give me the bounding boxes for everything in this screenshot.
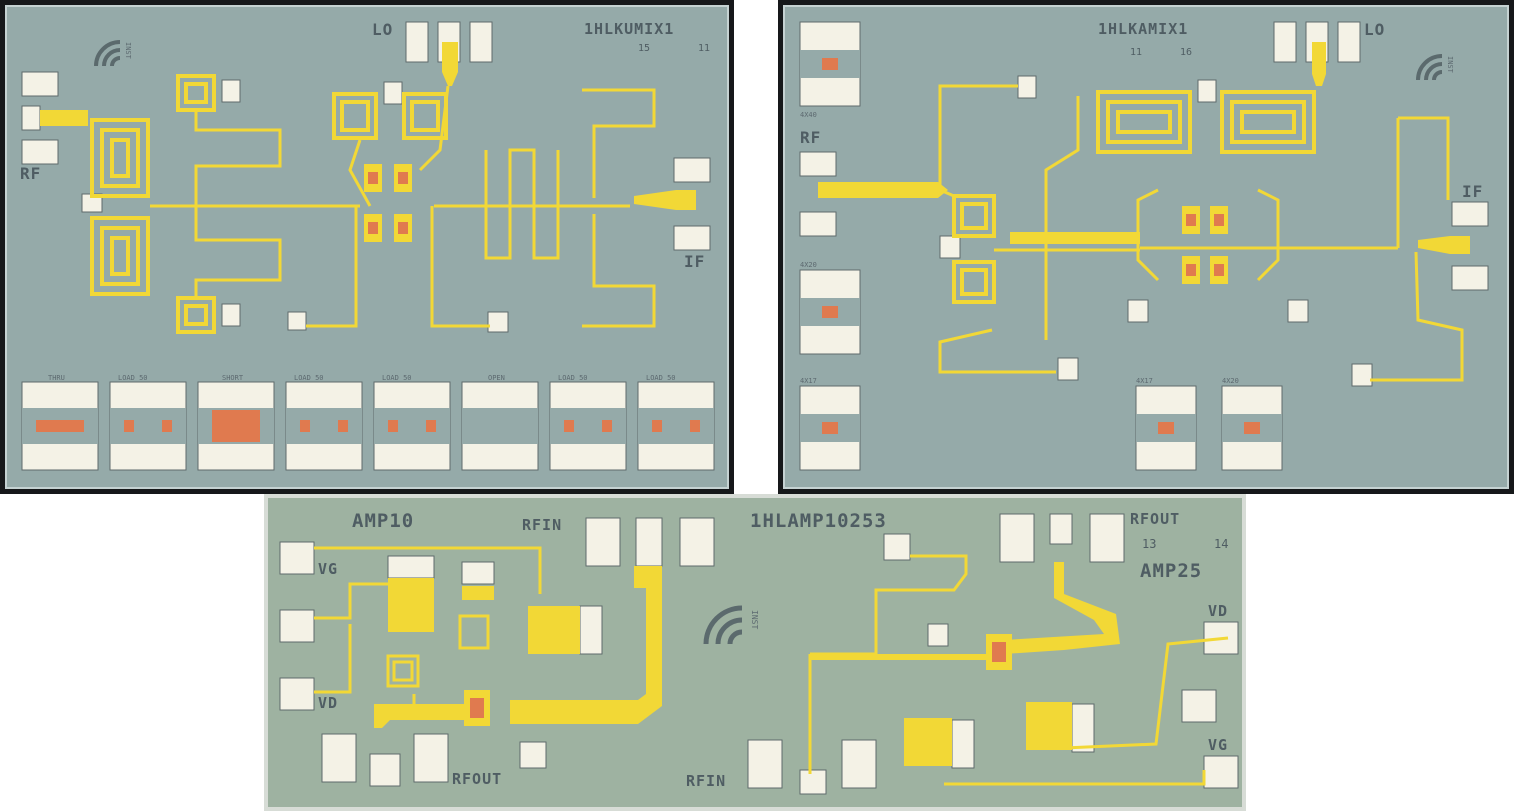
ku-mixer-layout (5, 5, 729, 489)
ku-mixer-num-right: 11 (698, 43, 711, 54)
ka-device-label-3: 4X17 (800, 377, 817, 385)
amp25-vg-label: VG (1208, 736, 1229, 754)
ka-device-label-1: 4X40 (800, 111, 817, 119)
ka-mixer-chip: 1HLKAMIX1 11 16 LO RF IF INST 4X40 4X20 … (778, 0, 1514, 494)
ku-mixer-num-left: 15 (638, 43, 651, 54)
amp25-vd-label: VD (1208, 602, 1229, 620)
ku-mixer-if-label: IF (684, 252, 706, 271)
amp10-rfout-label: RFOUT (452, 770, 503, 788)
amp-num-right: 14 (1214, 537, 1229, 551)
ka-mixer-logo-text: INST (1446, 56, 1454, 73)
ku-test-label-2: LOAD 50 (118, 374, 148, 382)
ka-mixer-if-label: IF (1462, 182, 1484, 201)
ku-test-label-5: LOAD 50 (382, 374, 412, 382)
amplifier-layout (268, 498, 1242, 807)
amp10-label: AMP10 (352, 510, 415, 532)
amp10-vd-label: VD (318, 694, 339, 712)
ku-test-label-8: LOAD 50 (646, 374, 676, 382)
amp25-rfin-label: RFIN (686, 772, 727, 790)
ka-mixer-num-right: 16 (1180, 47, 1193, 58)
amp10-rfin-label: RFIN (522, 516, 563, 534)
ka-device-label-5: 4X20 (1222, 377, 1239, 385)
ku-mixer-chip: 1HLKUMIX1 15 11 LO RF IF INST THRU LOAD … (0, 0, 734, 494)
ka-mixer-num-left: 11 (1130, 47, 1143, 58)
ka-mixer-layout (783, 5, 1509, 489)
ka-device-label-2: 4X20 (800, 261, 817, 269)
amp-chip-title: 1HLAMP10253 (750, 510, 887, 532)
ku-mixer-logo-text: INST (124, 42, 132, 59)
ku-test-label-7: LOAD 50 (558, 374, 588, 382)
ku-test-label-4: LOAD 50 (294, 374, 324, 382)
ka-mixer-title: 1HLKAMIX1 (1098, 20, 1189, 38)
ku-mixer-title: 1HLKUMIX1 (584, 20, 675, 38)
ku-mixer-rf-label: RF (20, 164, 42, 183)
ka-mixer-rf-label: RF (800, 128, 822, 147)
ku-test-label-3: SHORT (222, 374, 244, 382)
amplifier-chip: 1HLAMP10253 AMP10 AMP25 13 14 INST RFIN … (264, 494, 1246, 811)
ku-test-label-1: THRU (48, 374, 65, 382)
amp-num-left: 13 (1142, 537, 1157, 551)
amp25-label: AMP25 (1140, 560, 1203, 582)
ku-test-label-6: OPEN (488, 374, 505, 382)
amp-logo-text: INST (750, 610, 759, 630)
amp25-rfout-label: RFOUT (1130, 510, 1181, 528)
ka-mixer-lo-label: LO (1364, 20, 1386, 39)
ku-mixer-lo-label: LO (372, 20, 394, 39)
amp10-vg-label: VG (318, 560, 339, 578)
ka-device-label-4: 4X17 (1136, 377, 1153, 385)
